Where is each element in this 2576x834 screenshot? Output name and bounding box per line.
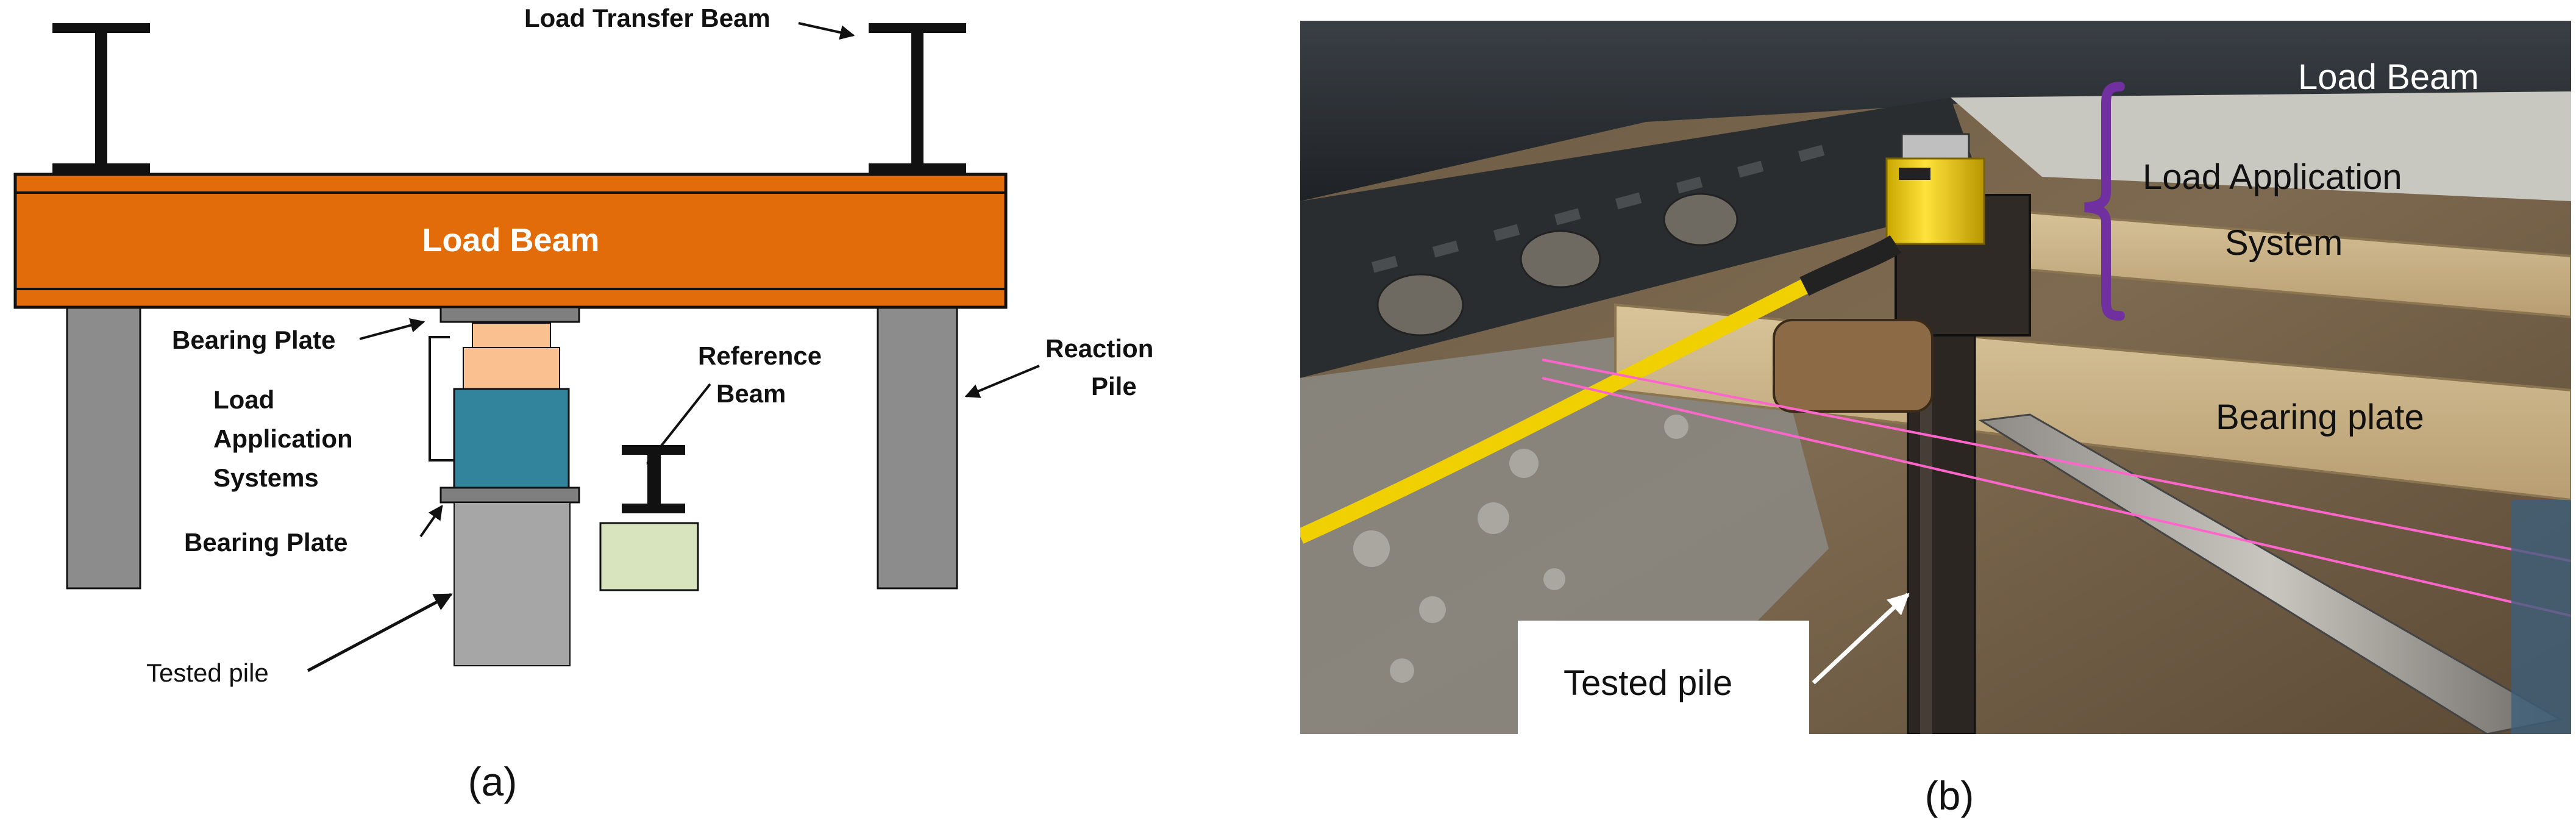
photo-bearing-plate-label: Bearing plate	[2216, 397, 2424, 437]
bearing-plate-bottom-label: Bearing Plate	[184, 528, 347, 557]
bearing-plate-top-label: Bearing Plate	[172, 326, 335, 354]
tested-pile-arrow-a	[307, 593, 453, 672]
photo-load-application-label-1: Load Application	[2143, 157, 2402, 197]
tested-pile-label-a: Tested pile	[146, 658, 269, 687]
load-transfer-beam-left	[52, 23, 150, 173]
load-application-label-1: Load	[213, 385, 274, 414]
tested-pile-schematic	[454, 502, 571, 666]
bearing-plate-bottom-arrow	[419, 505, 443, 538]
photo-tested-pile-label-box	[1518, 621, 1809, 734]
photo-tested-pile-arrow	[1812, 593, 1910, 685]
reaction-pile-right	[877, 304, 958, 590]
load-application-label-2: Application	[213, 424, 353, 453]
load-transfer-beam-arrow	[798, 22, 855, 40]
bearing-plate-top	[439, 306, 580, 323]
photo-tested-pile-label: Tested pile	[1564, 663, 1732, 703]
load-transfer-beam-label: Load Transfer Beam	[524, 4, 770, 32]
reaction-pile-left	[66, 304, 141, 590]
photo-load-beam-label: Load Beam	[2298, 57, 2479, 97]
load-application-bracket	[429, 336, 454, 462]
reaction-pile-label-2: Pile	[1091, 372, 1137, 401]
load-beam-label: Load Beam	[422, 222, 599, 258]
load-application-brace	[2084, 82, 2125, 321]
hydraulic-jack	[453, 388, 570, 489]
spacer-block-lower	[463, 347, 560, 390]
load-transfer-beam-right	[869, 23, 966, 173]
load-application-label-3: Systems	[213, 463, 319, 492]
caption-b: (b)	[1925, 773, 1974, 818]
reference-beam	[599, 445, 699, 591]
bearing-plate-top-arrow	[359, 318, 425, 340]
load-beam	[13, 173, 1008, 309]
reference-block	[599, 522, 699, 591]
reference-beam-arrow	[646, 383, 711, 465]
photo-excavator-track	[1300, 98, 1987, 378]
photo-clamp-block	[1773, 319, 1934, 413]
caption-a: (a)	[468, 759, 518, 804]
bearing-plate-bottom	[439, 486, 580, 504]
reaction-pile-label-1: Reaction	[1045, 334, 1153, 363]
photo-load-beam	[1300, 21, 2571, 201]
spacer-block-upper	[472, 323, 551, 348]
reference-beam-label-2: Beam	[716, 379, 786, 408]
photo-string-line-1	[1542, 358, 2571, 562]
photo-load-application-label-2: System	[2225, 223, 2343, 263]
reference-beam-label-1: Reference	[698, 341, 822, 370]
photo-string-line-2	[1542, 377, 2571, 617]
panel-b-photo: Load Beam Load Application System Bearin…	[1300, 21, 2571, 818]
reaction-pile-arrow	[964, 365, 1040, 398]
panel-a-diagram: Load Beam Load Transfer Beam Bearing Pla…	[13, 4, 1153, 804]
